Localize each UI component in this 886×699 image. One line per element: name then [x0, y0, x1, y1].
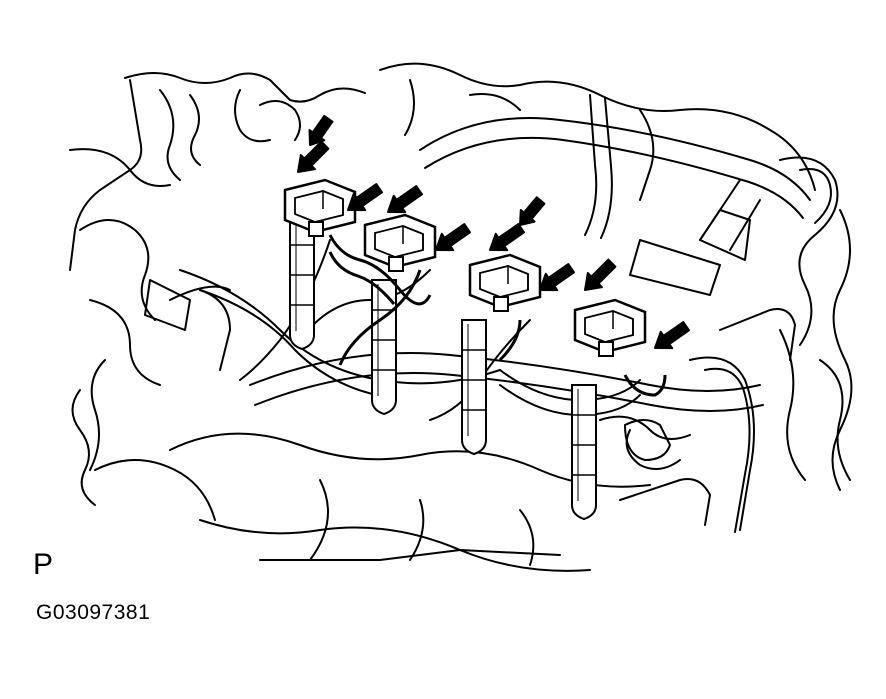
arrow-6 — [539, 263, 575, 292]
arrow-5 — [489, 223, 525, 252]
coil-4-connector — [573, 298, 647, 358]
callout-arrows — [297, 114, 690, 350]
coil-3-body — [461, 319, 487, 455]
engine-background-linework — [69, 62, 853, 572]
wire-harness — [328, 234, 667, 397]
arrow-8 — [654, 321, 690, 350]
arrow-4 — [435, 223, 471, 252]
arrow-7 — [584, 258, 617, 291]
arrow-1 — [297, 140, 330, 173]
coil-3-connector — [468, 253, 542, 313]
coil-4-body — [571, 384, 597, 520]
view-letter-label: P — [33, 548, 54, 581]
figure-code-label: G03097381 — [36, 601, 151, 624]
arrow-3 — [387, 185, 423, 214]
arrow-2 — [347, 183, 383, 212]
arrow-9 — [308, 114, 334, 146]
coil-2-connector — [363, 213, 437, 273]
arrow-10 — [519, 196, 546, 226]
